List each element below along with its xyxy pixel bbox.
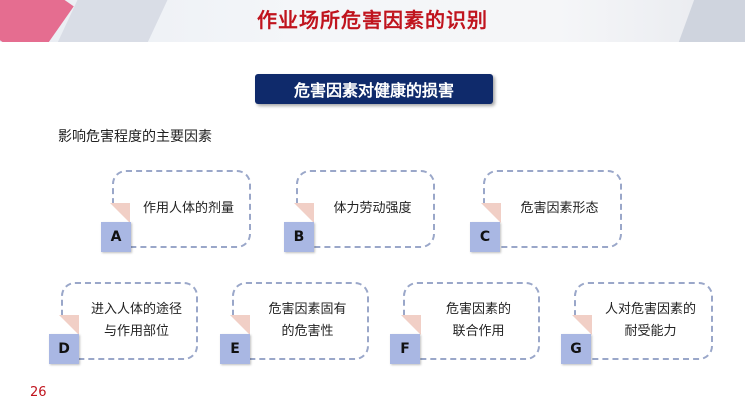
factor-g-line2: 耐受能力 — [624, 321, 676, 343]
factor-c-line1: 危害因素形态 — [520, 198, 598, 220]
fold-corner-icon — [401, 315, 421, 335]
fold-corner-icon — [59, 315, 79, 335]
factor-g-letter: G — [561, 334, 591, 364]
page-title: 作业场所危害因素的识别 — [0, 4, 745, 33]
factor-d-letter: D — [49, 334, 79, 364]
factor-b-line1: 体力劳动强度 — [333, 198, 411, 220]
fold-corner-icon — [230, 315, 250, 335]
factor-card-b: 体力劳动强度 — [296, 170, 435, 248]
fold-corner-icon — [294, 203, 314, 223]
factor-f-letter: F — [390, 334, 420, 364]
factor-e-line1: 危害因素固有 — [268, 299, 346, 321]
factor-e-letter: E — [220, 334, 250, 364]
factor-c-letter: C — [470, 222, 500, 252]
factor-f-line1: 危害因素的 — [446, 299, 511, 321]
factor-d-line2: 与作用部位 — [104, 321, 169, 343]
factor-g-line1: 人对危害因素的 — [605, 299, 696, 321]
factor-card-d: 进入人体的途径 与作用部位 — [61, 282, 198, 360]
factor-card-c: 危害因素形态 — [483, 170, 622, 248]
factor-card-a: 作用人体的剂量 — [112, 170, 251, 248]
page-number: 26 — [30, 385, 47, 400]
factor-f-line2: 联合作用 — [452, 321, 504, 343]
section-subtitle: 危害因素对健康的损害 — [255, 74, 493, 104]
factor-a-letter: A — [101, 222, 131, 252]
fold-corner-icon — [110, 203, 130, 223]
factor-e-line2: 的危害性 — [281, 321, 333, 343]
fold-corner-icon — [481, 203, 501, 223]
factor-b-letter: B — [284, 222, 314, 252]
intro-text: 影响危害程度的主要因素 — [58, 126, 212, 146]
factor-card-g: 人对危害因素的 耐受能力 — [574, 282, 713, 360]
factor-a-line1: 作用人体的剂量 — [143, 198, 234, 220]
factor-d-line1: 进入人体的途径 — [91, 299, 182, 321]
factor-card-f: 危害因素的 联合作用 — [403, 282, 540, 360]
factor-card-e: 危害因素固有 的危害性 — [232, 282, 369, 360]
fold-corner-icon — [572, 315, 592, 335]
